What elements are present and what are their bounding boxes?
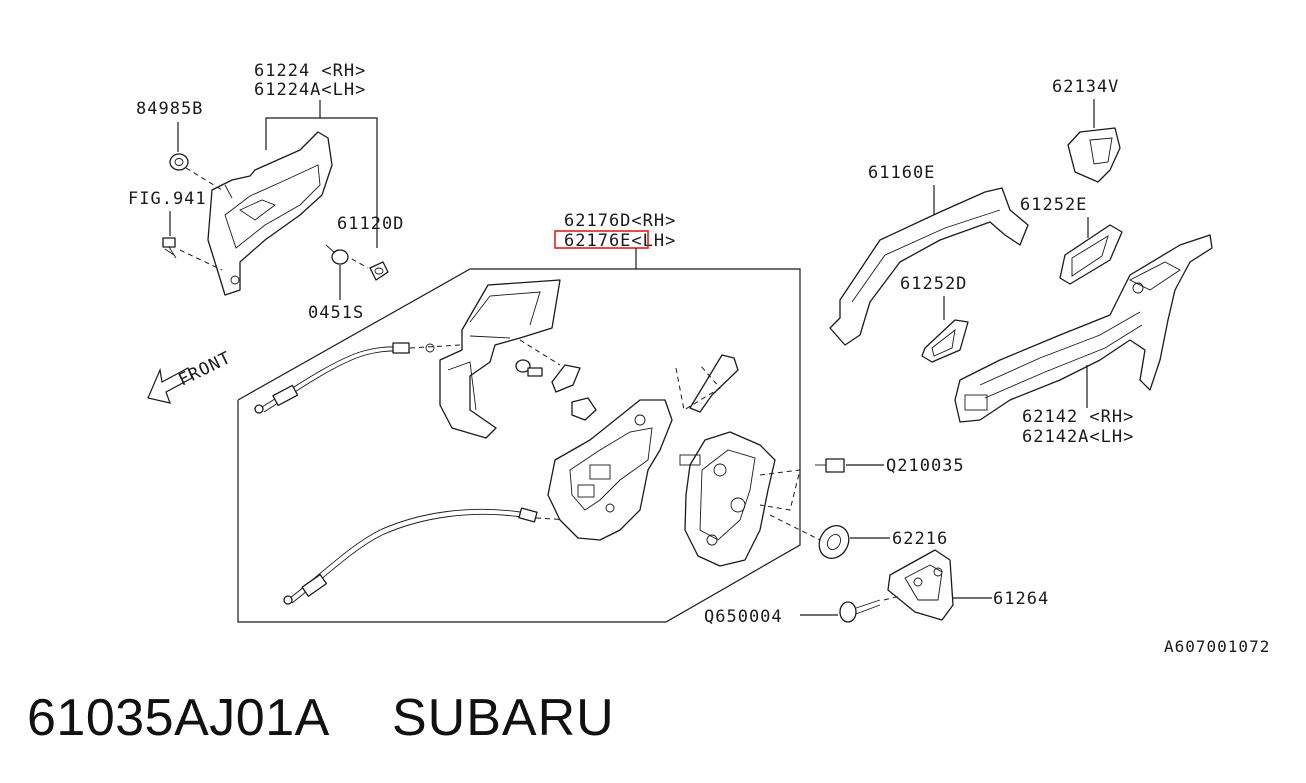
- label-62142a-lh: 62142A<LH>: [1022, 427, 1134, 447]
- label-q210035: Q210035: [886, 456, 965, 476]
- handle-frame-62142: [954, 234, 1213, 423]
- label-61120d: 61120D: [337, 214, 404, 234]
- upper-cable: [254, 342, 461, 414]
- inner-handle-group: 61224 <RH> 61224A<LH> 84985B FIG.941 611…: [128, 61, 404, 323]
- latch-mechanism: [679, 431, 801, 567]
- actuator-housing: [439, 279, 561, 439]
- front-label: FRONT: [175, 348, 234, 391]
- label-61252d: 61252D: [900, 274, 967, 294]
- label-61252e: 61252E: [1020, 195, 1087, 215]
- outer-handle-group: 62134V 61160E 61252E 61252D: [829, 77, 1213, 447]
- bolt-part-left: [162, 237, 177, 259]
- cap-part: [369, 261, 389, 281]
- bolt-and-cam: [515, 339, 597, 421]
- label-61264: 61264: [993, 589, 1049, 609]
- inner-handle-part: [207, 131, 333, 296]
- label-q650004: Q650004: [704, 607, 783, 627]
- diagram-id: A607001072: [1164, 637, 1270, 656]
- brand-name: SUBARU: [392, 689, 615, 747]
- cover-62134v: [1067, 127, 1121, 183]
- label-fig941: FIG.941: [128, 189, 207, 209]
- latch-assembly-group: 62176D<RH> 62176E<LH>: [237, 211, 801, 623]
- label-62142-rh: 62142 <RH>: [1022, 407, 1134, 427]
- pad-61252d: [921, 319, 969, 363]
- lower-cable: [283, 507, 571, 605]
- front-arrow-icon: FRONT: [147, 348, 235, 404]
- pad-61252e: [1059, 224, 1123, 285]
- label-61224a-lh: 61224A<LH>: [254, 80, 366, 100]
- screw-part-0451s: [325, 244, 349, 265]
- label-61224-rh: 61224 <RH>: [254, 61, 366, 81]
- grommet-62216: 62216: [769, 514, 948, 559]
- label-62216: 62216: [892, 529, 948, 549]
- screw-q650004: Q650004: [704, 595, 901, 627]
- lever-piece: [675, 354, 739, 413]
- assembly-box: [237, 268, 801, 623]
- part-number: 61035AJ01A: [27, 689, 330, 747]
- nut-part: [169, 153, 189, 171]
- label-62176d-rh: 62176D<RH>: [564, 211, 676, 231]
- highlight-box-62176e: [554, 230, 649, 249]
- label-62134v: 62134V: [1052, 77, 1119, 97]
- striker-61264: 61264: [887, 549, 1049, 621]
- bolt-q210035: Q210035: [815, 456, 965, 476]
- label-0451s: 0451S: [308, 303, 364, 323]
- label-61160e: 61160E: [868, 163, 935, 183]
- latch-body: [547, 399, 673, 541]
- label-84985b: 84985B: [136, 99, 203, 119]
- outer-handle-61160e: [829, 187, 1029, 346]
